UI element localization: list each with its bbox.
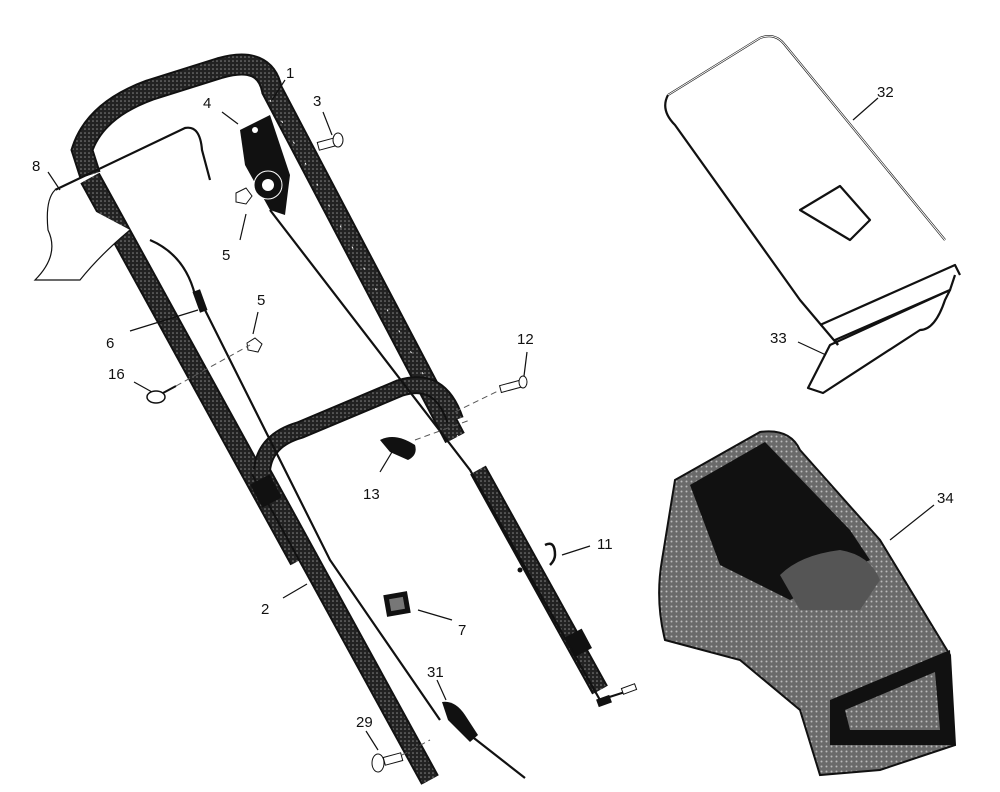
- part-label-3: 3: [313, 93, 321, 110]
- cable-clip-6: [192, 289, 208, 313]
- screw-29: [371, 752, 404, 773]
- part-label-34: 34: [937, 490, 954, 507]
- grass-bag-frame: [664, 35, 961, 395]
- bolt-3: [316, 132, 344, 151]
- part-label-11: 11: [597, 536, 613, 553]
- part-label-12: 12: [517, 331, 534, 348]
- cable-tie-11: [544, 542, 557, 566]
- operator-bail: [33, 126, 212, 281]
- part-number-labels: 1 2 3 4 5 5 6 7 8 11 12 13 16 29 31 32 3…: [32, 65, 954, 731]
- hardware: [146, 132, 638, 773]
- part-label-7: 7: [458, 622, 466, 639]
- part-label-33: 33: [770, 330, 787, 347]
- part-label-5-lower: 5: [257, 292, 265, 309]
- part-label-5-upper: 5: [222, 247, 230, 264]
- nut-5-lower: [246, 337, 263, 353]
- part-label-2: 2: [261, 601, 269, 618]
- control-bracket: [240, 115, 290, 215]
- grass-bag: [658, 430, 957, 777]
- lower-handle: [250, 376, 608, 785]
- part-label-32: 32: [877, 84, 894, 101]
- part-label-13: 13: [363, 486, 380, 503]
- part-label-8: 8: [32, 158, 40, 175]
- control-cables: [149, 209, 626, 779]
- part-label-31: 31: [427, 664, 444, 681]
- bolt-12: [498, 375, 528, 394]
- handle-knob-13: [380, 436, 416, 460]
- leader-lines: [47, 79, 935, 751]
- part-label-1: 1: [286, 65, 294, 82]
- part-label-16: 16: [108, 366, 125, 383]
- part-label-4: 4: [203, 95, 211, 112]
- cable-adjuster-31: [442, 701, 478, 742]
- nut-5-upper: [235, 187, 253, 205]
- part-label-29: 29: [356, 714, 373, 731]
- eye-bolt-16: [146, 385, 177, 404]
- part-label-6: 6: [106, 335, 114, 352]
